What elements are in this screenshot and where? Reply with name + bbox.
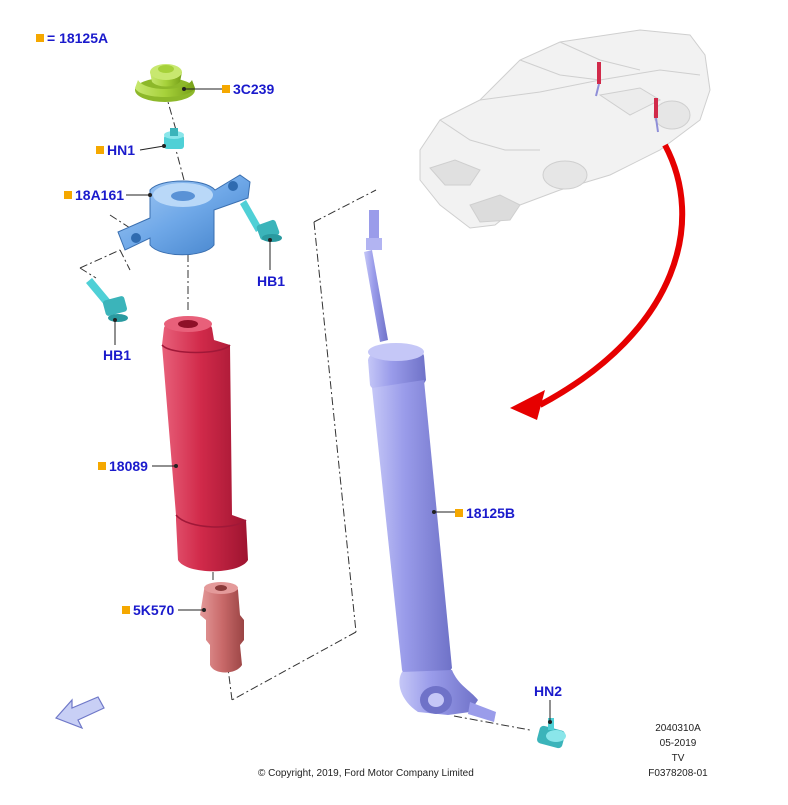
dust-boot-18089 [161, 316, 248, 572]
leader-lines [114, 88, 551, 722]
label-3c239: 3C239 [222, 81, 274, 97]
label-hb1-left: HB1 [103, 347, 131, 363]
upper-mount-18a161 [117, 174, 251, 256]
jounce-bumper-5k570 [200, 582, 244, 673]
bolt-hb1-right [240, 200, 282, 242]
vehicle-shock-location-marker [595, 62, 659, 133]
label-hn2: HN2 [534, 683, 562, 699]
label-18a161: 18A161 [64, 187, 124, 203]
label-5k570: 5K570 [122, 602, 174, 618]
legend: = 18125A [36, 30, 108, 46]
label-hb1-right: HB1 [257, 273, 285, 289]
shock-absorber-18125b [364, 210, 496, 722]
label-hn2-text: HN2 [534, 683, 563, 699]
label-3c239-text: 3C239 [233, 81, 275, 97]
label-18a161-text: 18A161 [75, 187, 125, 203]
label-18125b: 18125B [455, 505, 515, 521]
label-18089: 18089 [98, 458, 148, 474]
vehicle-illustration [419, 29, 711, 229]
assembly-outline [79, 94, 531, 731]
diagram-tv: TV [671, 753, 685, 764]
figure-id: F0378208-01 [648, 768, 708, 779]
nut-hn1 [164, 128, 184, 149]
location-arrow [510, 143, 686, 420]
diagram-code: 2040310A [655, 723, 701, 734]
label-18089-text: 18089 [109, 458, 148, 474]
nut-hn2 [537, 718, 566, 749]
view-direction-arrow [54, 696, 105, 730]
label-18125b-text: 18125B [466, 505, 516, 521]
label-hn1-text: HN1 [107, 142, 136, 158]
bolt-hb1-left [86, 278, 128, 322]
upper-cap-3c239 [135, 64, 195, 102]
copyright-notice: © Copyright, 2019, Ford Motor Company Li… [258, 768, 474, 779]
label-hb1-right-text: HB1 [257, 273, 286, 289]
label-hn1: HN1 [96, 142, 135, 158]
diagram-date: 05-2019 [659, 738, 697, 749]
legend-text: = 18125A [47, 30, 109, 46]
legend-marker [36, 34, 44, 42]
leader-dots [113, 87, 552, 724]
label-hb1-left-text: HB1 [103, 347, 132, 363]
label-5k570-text: 5K570 [133, 602, 175, 618]
